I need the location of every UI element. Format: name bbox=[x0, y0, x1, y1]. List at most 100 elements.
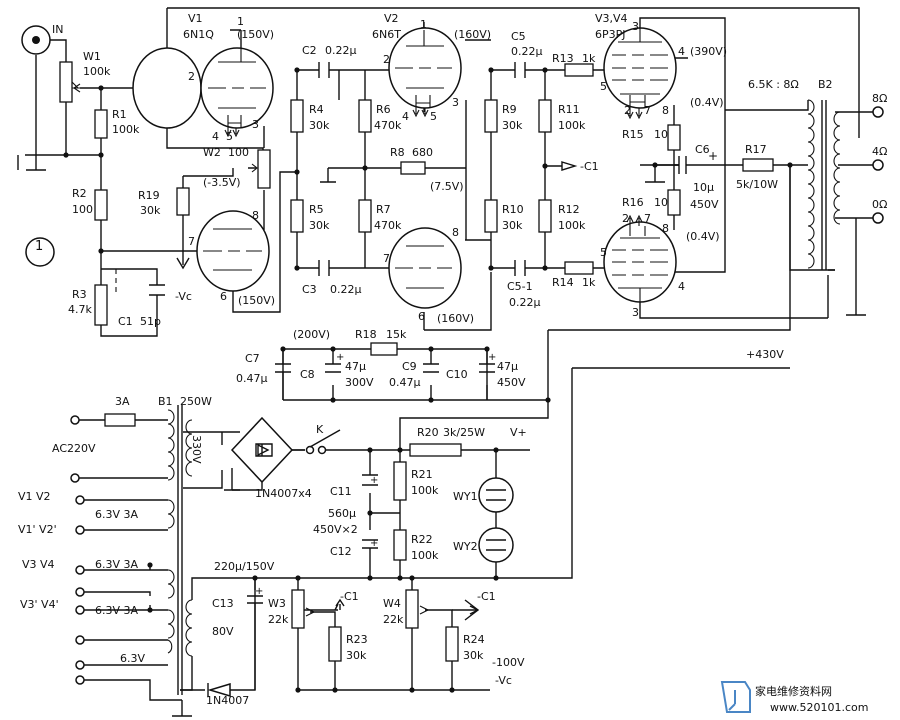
heater1-labels: V1 V2 bbox=[18, 490, 51, 503]
power-transformer-b1 bbox=[167, 405, 200, 695]
v1-pin-8: 8 bbox=[252, 209, 259, 222]
r9-ref: R9 bbox=[502, 103, 517, 116]
resistor-r17 bbox=[742, 158, 774, 172]
r3-ref: R3 bbox=[72, 288, 87, 301]
r18-ref: R18 bbox=[355, 328, 377, 341]
resistor-r3 bbox=[94, 284, 108, 326]
labels: 1 IN W1 100k R1 100k R2 100 R3 4.7k C1 5… bbox=[18, 12, 887, 707]
resistor-bodies bbox=[94, 63, 774, 662]
v2-ref: V2 bbox=[384, 12, 399, 25]
r17-ref: R17 bbox=[745, 143, 767, 156]
tube-v4 bbox=[603, 221, 677, 303]
b2-ratio: 6.5K : 8Ω bbox=[748, 78, 799, 91]
cap-c2 bbox=[318, 62, 330, 78]
r23-ref: R23 bbox=[346, 633, 368, 646]
v1-pin-7: 7 bbox=[188, 235, 195, 248]
r17-value: 5k/10W bbox=[736, 178, 778, 191]
r4-value: 30k bbox=[309, 119, 330, 132]
junction-dots bbox=[63, 67, 793, 693]
v1-pin-4: 4 bbox=[212, 130, 219, 143]
w4-out-arrowhead bbox=[464, 599, 480, 621]
pot-w2 bbox=[248, 149, 271, 189]
r15-value: 10 bbox=[654, 128, 668, 141]
c5-1-ref: C5-1 bbox=[507, 280, 533, 293]
heater-terminals bbox=[70, 415, 85, 685]
resistor-r10 bbox=[484, 199, 498, 233]
bridge-label: 1N4007x4 bbox=[255, 487, 312, 500]
vc-label: -Vc bbox=[175, 290, 192, 303]
cap-c13 bbox=[247, 595, 263, 604]
heater3-spec: 6.3V 3A bbox=[95, 604, 139, 617]
resistor-r2 bbox=[94, 189, 108, 221]
r21-ref: R21 bbox=[411, 468, 433, 481]
r1-value: 100k bbox=[112, 123, 140, 136]
v3-pin-2: 2 bbox=[624, 104, 631, 117]
r3-value: 4.7k bbox=[68, 303, 92, 316]
v2-type: 6N6T bbox=[372, 28, 401, 41]
resistor-r9 bbox=[484, 99, 498, 133]
tube-v3 bbox=[603, 27, 677, 109]
r6-value: 470k bbox=[374, 119, 402, 132]
r14-ref: R14 bbox=[552, 276, 574, 289]
v1-pin-3: 3 bbox=[252, 118, 259, 131]
r6-ref: R6 bbox=[376, 103, 391, 116]
tube-v1-upper bbox=[132, 47, 274, 129]
switch-label: K bbox=[316, 423, 324, 436]
v2-pin-2: 2 bbox=[383, 53, 390, 66]
r16-value: 10 bbox=[654, 196, 668, 209]
c8-value: 47μ bbox=[345, 360, 366, 373]
r8-value: 680 bbox=[412, 146, 433, 159]
w3-ref: W3 bbox=[268, 597, 286, 610]
v1-pin-6: 6 bbox=[220, 290, 227, 303]
heater4-spec: 6.3V bbox=[120, 652, 145, 665]
w1-value: 100k bbox=[83, 65, 111, 78]
r11-value: 100k bbox=[558, 119, 586, 132]
watermark: 家电维修资料网 www.520101.com bbox=[720, 681, 868, 714]
c10-ref: C10 bbox=[446, 368, 468, 381]
r21-value: 100k bbox=[411, 484, 439, 497]
v1-pin-2: 2 bbox=[188, 70, 195, 83]
v2-pin-1: 1 bbox=[420, 18, 427, 31]
switch-k bbox=[305, 429, 341, 455]
cap-c12 bbox=[362, 539, 378, 549]
w4-c1-label: -C1 bbox=[477, 590, 496, 603]
c11-ref: C11 bbox=[330, 485, 352, 498]
c13-ref: C13 bbox=[212, 597, 234, 610]
lamp-wy2-label: WY2 bbox=[453, 540, 478, 553]
input-jack bbox=[21, 25, 67, 55]
c10-polarity: + bbox=[488, 352, 496, 363]
w3-value: 22k bbox=[268, 613, 289, 626]
v1-type: 6N1Q bbox=[183, 28, 214, 41]
fuse-label: 3A bbox=[115, 395, 130, 408]
b1-rating: 250W bbox=[180, 395, 212, 408]
w3-c1-label: -C1 bbox=[340, 590, 359, 603]
c6-voltage: 450V bbox=[690, 198, 719, 211]
resistor-r11 bbox=[538, 99, 552, 133]
tap-4-ohm: 4Ω bbox=[872, 145, 887, 158]
v2-pin-3: 3 bbox=[452, 96, 459, 109]
w4-ref: W4 bbox=[383, 597, 401, 610]
figure-number-circle bbox=[25, 237, 55, 267]
w3-out-arrow bbox=[335, 598, 345, 610]
v4-pin-2: 2 bbox=[622, 212, 629, 225]
resistor-r13 bbox=[564, 63, 594, 77]
c2-value: 0.22μ bbox=[325, 44, 357, 57]
c8-polarity: + bbox=[336, 352, 344, 363]
v3-cathode-voltage: (0.4V) bbox=[690, 96, 724, 109]
r1-ref: R1 bbox=[112, 108, 127, 121]
r2-value: 100 bbox=[72, 203, 93, 216]
v1-ref: V1 bbox=[188, 12, 203, 25]
v1-lower-plate-voltage: (150V) bbox=[238, 294, 275, 307]
cap-c6 bbox=[678, 156, 687, 174]
diode-label: 1N4007 bbox=[206, 694, 249, 707]
tap-8-ohm: 8Ω bbox=[872, 92, 887, 105]
v2-cathode-voltage: (7.5V) bbox=[430, 180, 464, 193]
r18-value: 15k bbox=[386, 328, 407, 341]
r23-value: 30k bbox=[346, 649, 367, 662]
mains-label: AC220V bbox=[52, 442, 96, 455]
cap-c5-1 bbox=[514, 260, 526, 276]
resistor-r19 bbox=[176, 187, 190, 216]
v1-pin-1: 1 bbox=[237, 15, 244, 28]
resistor-r16 bbox=[667, 189, 681, 216]
